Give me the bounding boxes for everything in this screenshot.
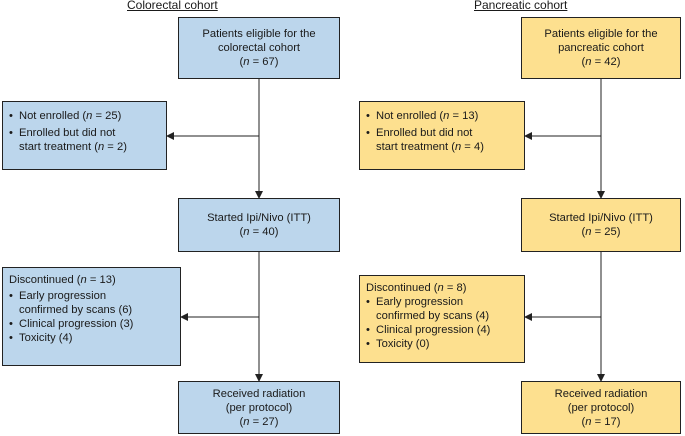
pancreatic-started-line1: Started Ipi/Nivo (ITT) [549,212,653,224]
pancreatic-discontinued-item-toxicity: • Toxicity (0) [366,338,430,350]
pancreatic-radiation-count: (n = 17) [581,415,621,428]
pancreatic-excluded-item-no-treatment: • Enrolled but did not start treatment (… [366,127,484,153]
colorectal-discontinued-item-early-progression: • Early progression confirmed by scans (… [9,290,133,316]
colorectal-radiation-count: (n = 27) [239,415,279,428]
colorectal-cohort-header: Colorectal cohort [127,0,218,12]
pancreatic-cohort-header: Pancreatic cohort [474,0,568,12]
colorectal-eligible-line1: Patients eligible for the [202,28,316,40]
pancreatic-radiation-box: Received radiation (per protocol) (n = 1… [521,381,681,434]
pancreatic-eligible-line1: Patients eligible for the [544,28,658,40]
colorectal-started-box: Started Ipi/Nivo (ITT) (n = 40) [178,198,340,252]
colorectal-excluded-item-no-treatment: • Enrolled but did not start treatment (… [9,127,127,153]
colorectal-started-line1: Started Ipi/Nivo (ITT) [207,212,311,224]
colorectal-discontinued-item-toxicity: • Toxicity (4) [9,332,73,344]
pancreatic-radiation-line1: Received radiation [554,387,648,400]
colorectal-excluded-box: • Not enrolled (n = 25) • Enrolled but d… [2,101,167,170]
colorectal-discontinued-item-clinical-progression: • Clinical progression (3) [9,318,134,330]
pancreatic-eligible-line2: pancreatic cohort [558,42,644,54]
colorectal-discontinued-title: Discontinued (n = 13) [9,274,116,286]
colorectal-radiation-line2: (per protocol) [225,401,293,414]
pancreatic-discontinued-title: Discontinued (n = 8) [366,282,467,294]
pancreatic-discontinued-item-early-progression: • Early progression confirmed by scans (… [366,296,490,322]
pancreatic-eligible-count: (n = 42) [581,56,621,68]
pancreatic-eligible-box: Patients eligible for the pancreatic coh… [521,17,681,79]
colorectal-radiation-box: Received radiation (per protocol) (n = 2… [178,381,340,434]
pancreatic-started-count: (n = 25) [581,226,621,238]
pancreatic-discontinued-box: Discontinued (n = 8) • Early progression… [359,275,525,363]
pancreatic-radiation-line2: (per protocol) [567,401,635,414]
pancreatic-discontinued-item-clinical-progression: • Clinical progression (4) [366,324,491,336]
colorectal-radiation-line1: Received radiation [212,387,306,400]
colorectal-eligible-count: (n = 67) [239,56,279,68]
pancreatic-excluded-item-not-enrolled: • Not enrolled (n = 13) [366,110,479,122]
colorectal-eligible-line2: colorectal cohort [217,42,301,54]
colorectal-discontinued-box: Discontinued (n = 13) • Early progressio… [2,267,181,366]
pancreatic-excluded-box: • Not enrolled (n = 13) • Enrolled but d… [359,101,525,170]
colorectal-started-count: (n = 40) [239,226,279,238]
colorectal-eligible-box: Patients eligible for the colorectal coh… [178,17,340,79]
colorectal-excluded-item-not-enrolled: • Not enrolled (n = 25) [9,110,122,122]
pancreatic-started-box: Started Ipi/Nivo (ITT) (n = 25) [521,198,681,252]
